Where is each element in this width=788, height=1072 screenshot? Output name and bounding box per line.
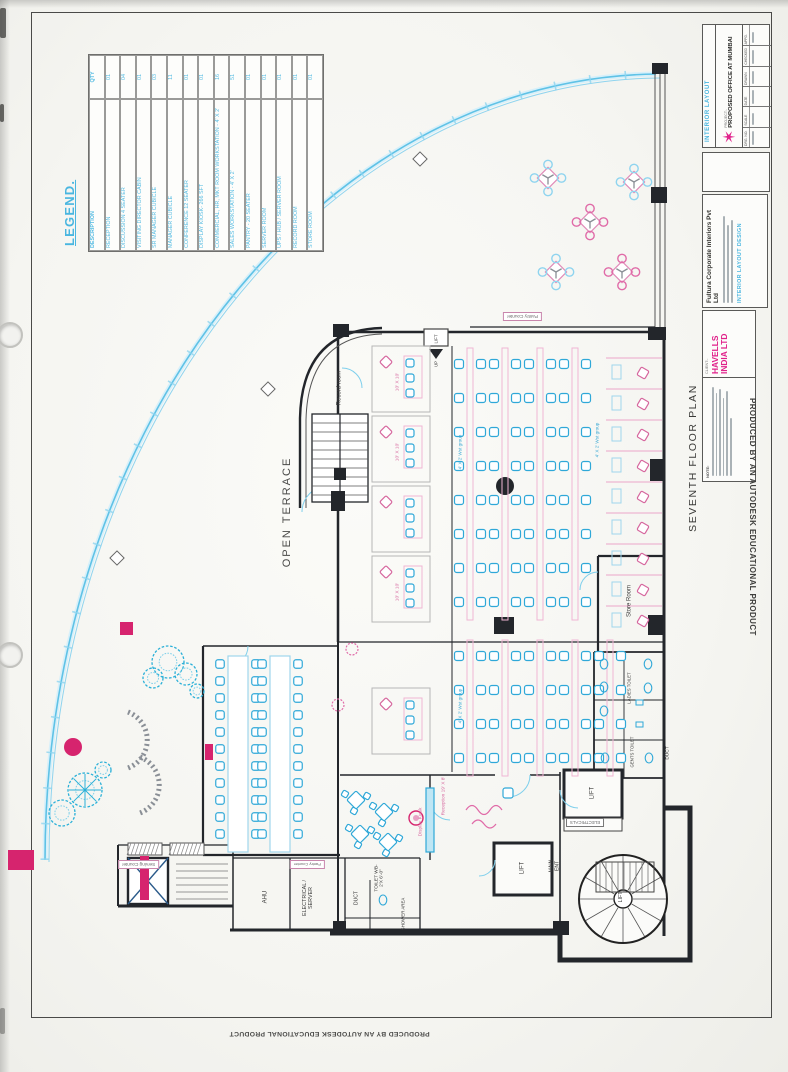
columns-layer xyxy=(8,63,668,935)
label-wst-group: 4' X 2' Wst group xyxy=(457,688,463,724)
label-gents-toilet: GENTS TOILET xyxy=(629,736,635,768)
label-shower-area: SHOWER AREA xyxy=(400,897,406,931)
legend-col-description: DESCRIPTION xyxy=(89,99,105,251)
legend-row-desc: RECEPTION xyxy=(104,99,121,251)
legend-row-desc: SERVER ROOM xyxy=(260,99,277,251)
label-display-kiosk: Display Kiosk xyxy=(418,807,424,837)
legend-title: LEGEND. xyxy=(62,179,77,246)
project-name: PROPOSED OFFICE AT MUMBAI xyxy=(727,36,734,128)
legend-row-desc: SALES WORKSTATION - 4' X 2' xyxy=(229,99,245,251)
label-wst-group: 4' X 2' Wst group xyxy=(594,422,600,458)
label-up: UP xyxy=(433,361,439,367)
legend-grid: DESCRIPTION QTY RECEPTION 01 DISCUSSION … xyxy=(88,54,324,252)
legend-row-qty: 11 xyxy=(166,55,183,99)
autodesk-banner-right: PRODUCED BY AN AUTODESK EDUCATIONAL PROD… xyxy=(748,398,757,636)
legend-row-desc: CONFERENCE 12 SEATER xyxy=(182,99,199,251)
drawing-type-label: INTERIOR LAYOUT xyxy=(703,25,716,147)
client-name: HAVELLS INDIA LTD xyxy=(710,333,730,374)
client-label: CLIENT:- xyxy=(705,358,709,374)
label-main-ent: MAIN ENT xyxy=(548,859,561,873)
label-electrical-server: ELECTRICAL / SERVER xyxy=(302,879,314,917)
title-block-firm: Fultura Corporate Interiors Pvt Ltd INTE… xyxy=(702,194,768,308)
legend-row-qty: 01 xyxy=(276,55,292,99)
legend-row-desc: UPS / HUB / SERVER ROOM xyxy=(276,99,292,251)
legend-row-desc: RECORD ROOM xyxy=(291,99,308,251)
legend-row-qty: 01 xyxy=(244,55,261,99)
firm-name: Fultura Corporate Interiors Pvt Ltd xyxy=(706,209,720,303)
label-lift-top: LIFT xyxy=(433,334,439,344)
grid-label: APPD. xyxy=(743,25,750,46)
legend-row-desc: DISPLAY KIOSK- 266 SFT xyxy=(198,99,214,251)
open-terrace-label: OPEN TERRACE xyxy=(280,456,293,568)
label-cabin-size: 10' X 10' xyxy=(395,372,401,392)
glass-facade xyxy=(40,69,661,863)
legend-row-qty: 01 xyxy=(307,55,323,99)
label-record-room: Record room xyxy=(336,370,343,406)
stairs-layer xyxy=(126,413,668,944)
legend-row-qty: 01 xyxy=(135,55,152,99)
legend-row-qty: 01 xyxy=(182,55,199,99)
label-lift-a: LIFT xyxy=(519,861,526,875)
scan-corner-mark xyxy=(0,104,4,122)
drawing-info-grid: DRG. NO. SCALE DATE DRAWN CHECKED APPD. xyxy=(743,25,771,147)
punch-hole xyxy=(0,322,23,348)
label-electricals: ELECTRICALS xyxy=(566,818,605,827)
grid-label: DATE xyxy=(743,87,750,107)
legend-row-desc: PANTRY - 20 SEATER xyxy=(244,99,261,251)
furniture-layer xyxy=(215,159,662,906)
legend-row-desc: DISCUSSION 4 SEATER xyxy=(120,99,136,251)
legend-row-qty: 01 xyxy=(104,55,121,99)
label-toilet: TOILET WB- 2'X 6'-0" xyxy=(374,864,385,892)
scan-edge-shadow-left xyxy=(0,0,10,1072)
label-lift-b: LIFT xyxy=(589,786,596,800)
legend-row-qty: 01 xyxy=(291,55,308,99)
client-column: CLIENT:- HAVELLS INDIA LTD xyxy=(703,313,755,377)
grid-label: CHECKED xyxy=(743,46,750,66)
floor-plan-title: SEVENTH FLOOR PLAN xyxy=(687,384,700,532)
legend-row-qty: 01 xyxy=(198,55,214,99)
grid-label: DRG. NO. xyxy=(743,127,750,147)
sheet-border xyxy=(31,12,772,1018)
label-ahu: AHU xyxy=(262,890,269,904)
label-duct: DUCT xyxy=(353,891,360,905)
legend-row-desc: STORE ROOM xyxy=(307,99,323,251)
legend-row-qty: 51 xyxy=(229,55,245,99)
legend-col-qty: QTY xyxy=(89,55,105,99)
scan-corner-mark xyxy=(0,1008,5,1034)
legend-row-desc: Sr MANAGER CUBICLE xyxy=(151,99,167,251)
legend-row-qty: 16 xyxy=(213,55,230,99)
grid-label: SCALE xyxy=(743,107,750,127)
legend-row-qty: 01 xyxy=(260,55,277,99)
landscape-layer xyxy=(48,642,359,827)
label-lift-stair: LIFT xyxy=(618,891,625,903)
firm-tagline: INTERIOR LAYOUT DESIGN xyxy=(737,223,743,303)
punch-hole xyxy=(0,642,23,668)
label-duct-right: DUCT xyxy=(665,746,671,760)
autodesk-banner-bottom: PRODUCED BY AN AUTODESK EDUCATIONAL PROD… xyxy=(229,1030,430,1037)
legend-table: LEGEND. DESCRIPTION QTY RECEPTION 01 DIS… xyxy=(60,54,324,252)
legend-row-desc: Commercial, HR, Mkt room WORKSTATION - 4… xyxy=(213,99,230,251)
label-wst-group: 4' X 2' Wst group xyxy=(457,434,463,470)
legend-row-qty: 03 xyxy=(151,55,167,99)
label-serving-counter: Serving Counter xyxy=(118,860,160,869)
legend-row-qty: 04 xyxy=(120,55,136,99)
title-block-project: INTERIOR LAYOUT ✶ PROJECT:- PROPOSED OFF… xyxy=(702,24,771,148)
label-store-room: Store Room xyxy=(626,584,633,618)
label-reception: Reception 19' X 8' xyxy=(441,776,447,816)
label-pantry-counter: Pantry Counter xyxy=(290,860,325,869)
label-cabin-size: 10' X 10' xyxy=(395,582,401,602)
label-cabin-size: 10' X 10' xyxy=(395,442,401,462)
scan-corner-mark xyxy=(0,8,6,38)
title-block-revision-strip xyxy=(702,152,770,192)
grid-label: DRAWN xyxy=(743,66,750,86)
note-label: NOTE: xyxy=(705,465,710,478)
label-ladies-toilet: LADIES TOILET xyxy=(626,672,632,704)
label-pantry-counter-top: Pantry Counter xyxy=(503,312,542,321)
firm-logo-star-icon: ✶ xyxy=(719,129,739,144)
legend-row-desc: MANAGER CUBICLE xyxy=(166,99,183,251)
scan-edge-shadow-top xyxy=(0,0,788,8)
legend-row-desc: VISITING DIRECTOR CABIN xyxy=(135,99,152,251)
